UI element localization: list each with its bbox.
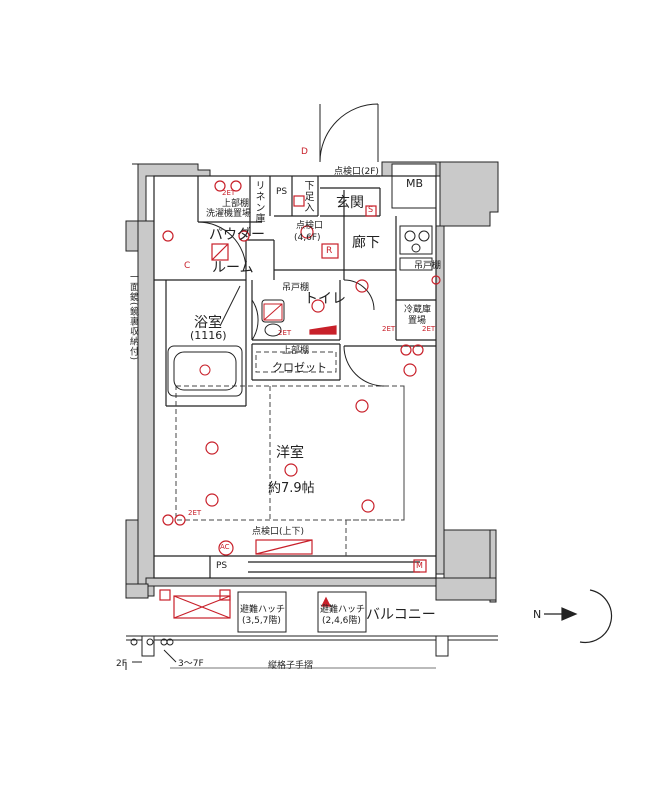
toilet-label: トイレ bbox=[304, 291, 346, 307]
hallway-label: 廊下 bbox=[352, 235, 380, 251]
upper-shelf-laundry-label: 上部棚 bbox=[222, 199, 250, 209]
powder-room-label-2: ルーム bbox=[212, 260, 254, 276]
kitchen-hanging-shelf-label: 吊戸棚 bbox=[414, 261, 442, 271]
closet-label: クロゼット bbox=[272, 361, 327, 374]
shoe-storage-label: 下足入 bbox=[302, 180, 313, 213]
kitchen-stove bbox=[399, 225, 433, 271]
laundry-space-label: 洗濯機置場 bbox=[206, 209, 252, 219]
escape-hatch-a-label: 避難ハッチ bbox=[240, 605, 286, 615]
inspection-46f-label: 点検口 bbox=[296, 221, 324, 231]
lattice-handrail-label: 縦格子手摺 bbox=[268, 661, 314, 671]
powder-room-label: パウダー bbox=[209, 227, 265, 243]
inspection-46f-floors: (4,6F) bbox=[294, 233, 321, 243]
closet-upper-shelf-label: 上部棚 bbox=[282, 346, 310, 356]
floor-3-7f-label: 3〜7F bbox=[178, 659, 204, 669]
marker-r: R bbox=[326, 246, 333, 256]
balcony bbox=[125, 591, 498, 670]
toilet-fixture bbox=[261, 299, 285, 337]
marker-s: S bbox=[368, 205, 374, 214]
tag-2et-kitchen-left: 2ET bbox=[382, 325, 396, 333]
western-room-label: 洋室 bbox=[276, 445, 304, 461]
compass-north-label: N bbox=[533, 608, 542, 621]
entrance-label: 玄関 bbox=[336, 195, 364, 211]
fridge-label: 冷蔵庫 bbox=[404, 305, 432, 315]
escape-hatch-b-label: 避難ハッチ bbox=[320, 605, 366, 615]
ps-bottom-label: PS bbox=[216, 561, 228, 571]
inspection-updown-label: 点検口(上下) bbox=[252, 527, 305, 537]
floor-2f-label: 2F bbox=[116, 659, 127, 669]
linen-storage-label: リネン庫 bbox=[253, 180, 264, 224]
tag-2et-laundry: 2ET bbox=[222, 189, 236, 197]
bathtub bbox=[167, 345, 243, 397]
inspection-2f-label: 点検口(2F) bbox=[334, 167, 379, 177]
compass bbox=[544, 589, 613, 644]
marker-c: C bbox=[184, 261, 191, 271]
tag-2et-toilet: 2ET bbox=[278, 329, 292, 337]
marker-ac: AC bbox=[220, 543, 230, 551]
western-room-size: 約7.9帖 bbox=[268, 481, 315, 496]
tag-2et-kitchen-right: 2ET bbox=[422, 325, 436, 333]
dashed-lines bbox=[175, 351, 405, 556]
mb-label: MB bbox=[406, 177, 424, 190]
marker-m: M bbox=[416, 561, 423, 570]
balcony-label: バルコニー bbox=[366, 607, 436, 623]
mirror-storage-label: 一面鏡(鏡裏収納付) bbox=[128, 272, 138, 362]
escape-hatch-a-floors: (3,5,7階) bbox=[242, 616, 281, 626]
marker-d: D bbox=[301, 147, 308, 157]
fridge-space-label: 置場 bbox=[408, 316, 427, 326]
tag-2et-western: 2ET bbox=[188, 509, 202, 517]
bathroom-size: (1116) bbox=[190, 329, 227, 342]
ps-top-label: PS bbox=[276, 187, 288, 197]
door-swings bbox=[197, 103, 385, 387]
bathroom-label: 浴室 bbox=[194, 315, 222, 331]
escape-hatch-b-floors: (2,4,6階) bbox=[322, 616, 361, 626]
toilet-hanging-shelf-label: 吊戸棚 bbox=[282, 283, 310, 293]
electrical-symbols bbox=[159, 180, 441, 619]
